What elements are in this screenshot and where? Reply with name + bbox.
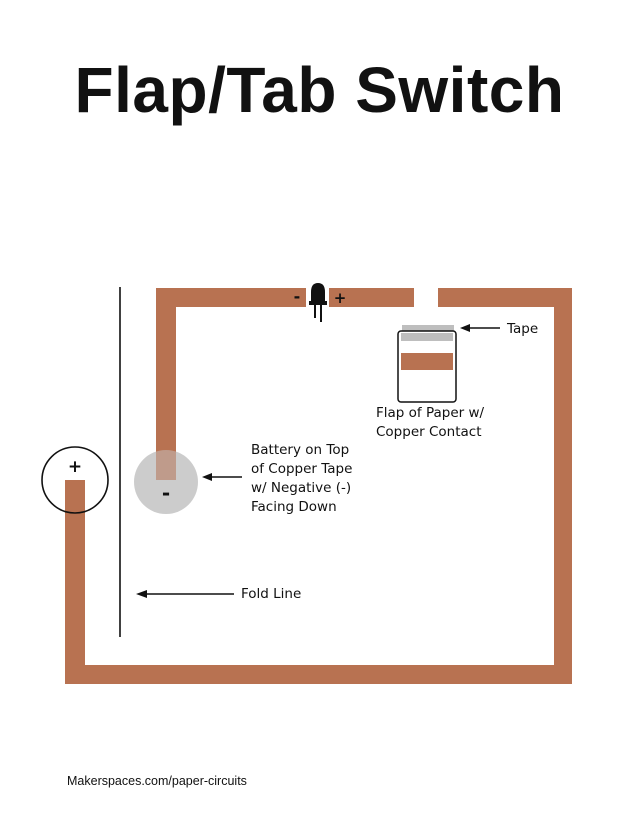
led-icon: - + bbox=[294, 283, 347, 322]
battery-positive-outline: + bbox=[41, 446, 109, 514]
led-plus-label: + bbox=[334, 289, 347, 307]
copper-top-middle-segment bbox=[329, 288, 414, 307]
led-minus-label: - bbox=[294, 287, 301, 306]
copper-bottom-segment bbox=[65, 665, 572, 684]
copper-top-right-segment bbox=[438, 288, 572, 307]
battery-label-line-2: of Copper Tape bbox=[251, 461, 352, 477]
flap-label-line-1: Flap of Paper w/ bbox=[376, 405, 485, 421]
battery-label-line-4: Facing Down bbox=[251, 499, 337, 515]
tape-strip bbox=[402, 325, 454, 333]
tape-label: Tape bbox=[506, 321, 538, 337]
annotation-arrows bbox=[136, 324, 500, 598]
battery-positive-sign: + bbox=[68, 457, 82, 477]
flap-copper-contact bbox=[401, 353, 453, 370]
paper-flap bbox=[397, 325, 457, 403]
battery-label-line-1: Battery on Top bbox=[251, 442, 349, 458]
copper-left-inner-vertical bbox=[156, 288, 176, 480]
copper-left-outer-vertical bbox=[65, 480, 85, 684]
fold-line-label: Fold Line bbox=[241, 586, 301, 602]
page-title: Flap/Tab Switch bbox=[74, 54, 565, 126]
copper-right-vertical bbox=[554, 288, 572, 684]
battery-negative-sign: - bbox=[162, 481, 170, 505]
coin-battery-icon: - bbox=[134, 450, 198, 514]
footer-url: Makerspaces.com/paper-circuits bbox=[67, 774, 247, 788]
flap-label-line-2: Copper Contact bbox=[376, 424, 482, 440]
copper-top-left-segment bbox=[156, 288, 306, 307]
battery-label-line-3: w/ Negative (-) bbox=[251, 480, 351, 496]
copper-trace bbox=[65, 288, 572, 684]
